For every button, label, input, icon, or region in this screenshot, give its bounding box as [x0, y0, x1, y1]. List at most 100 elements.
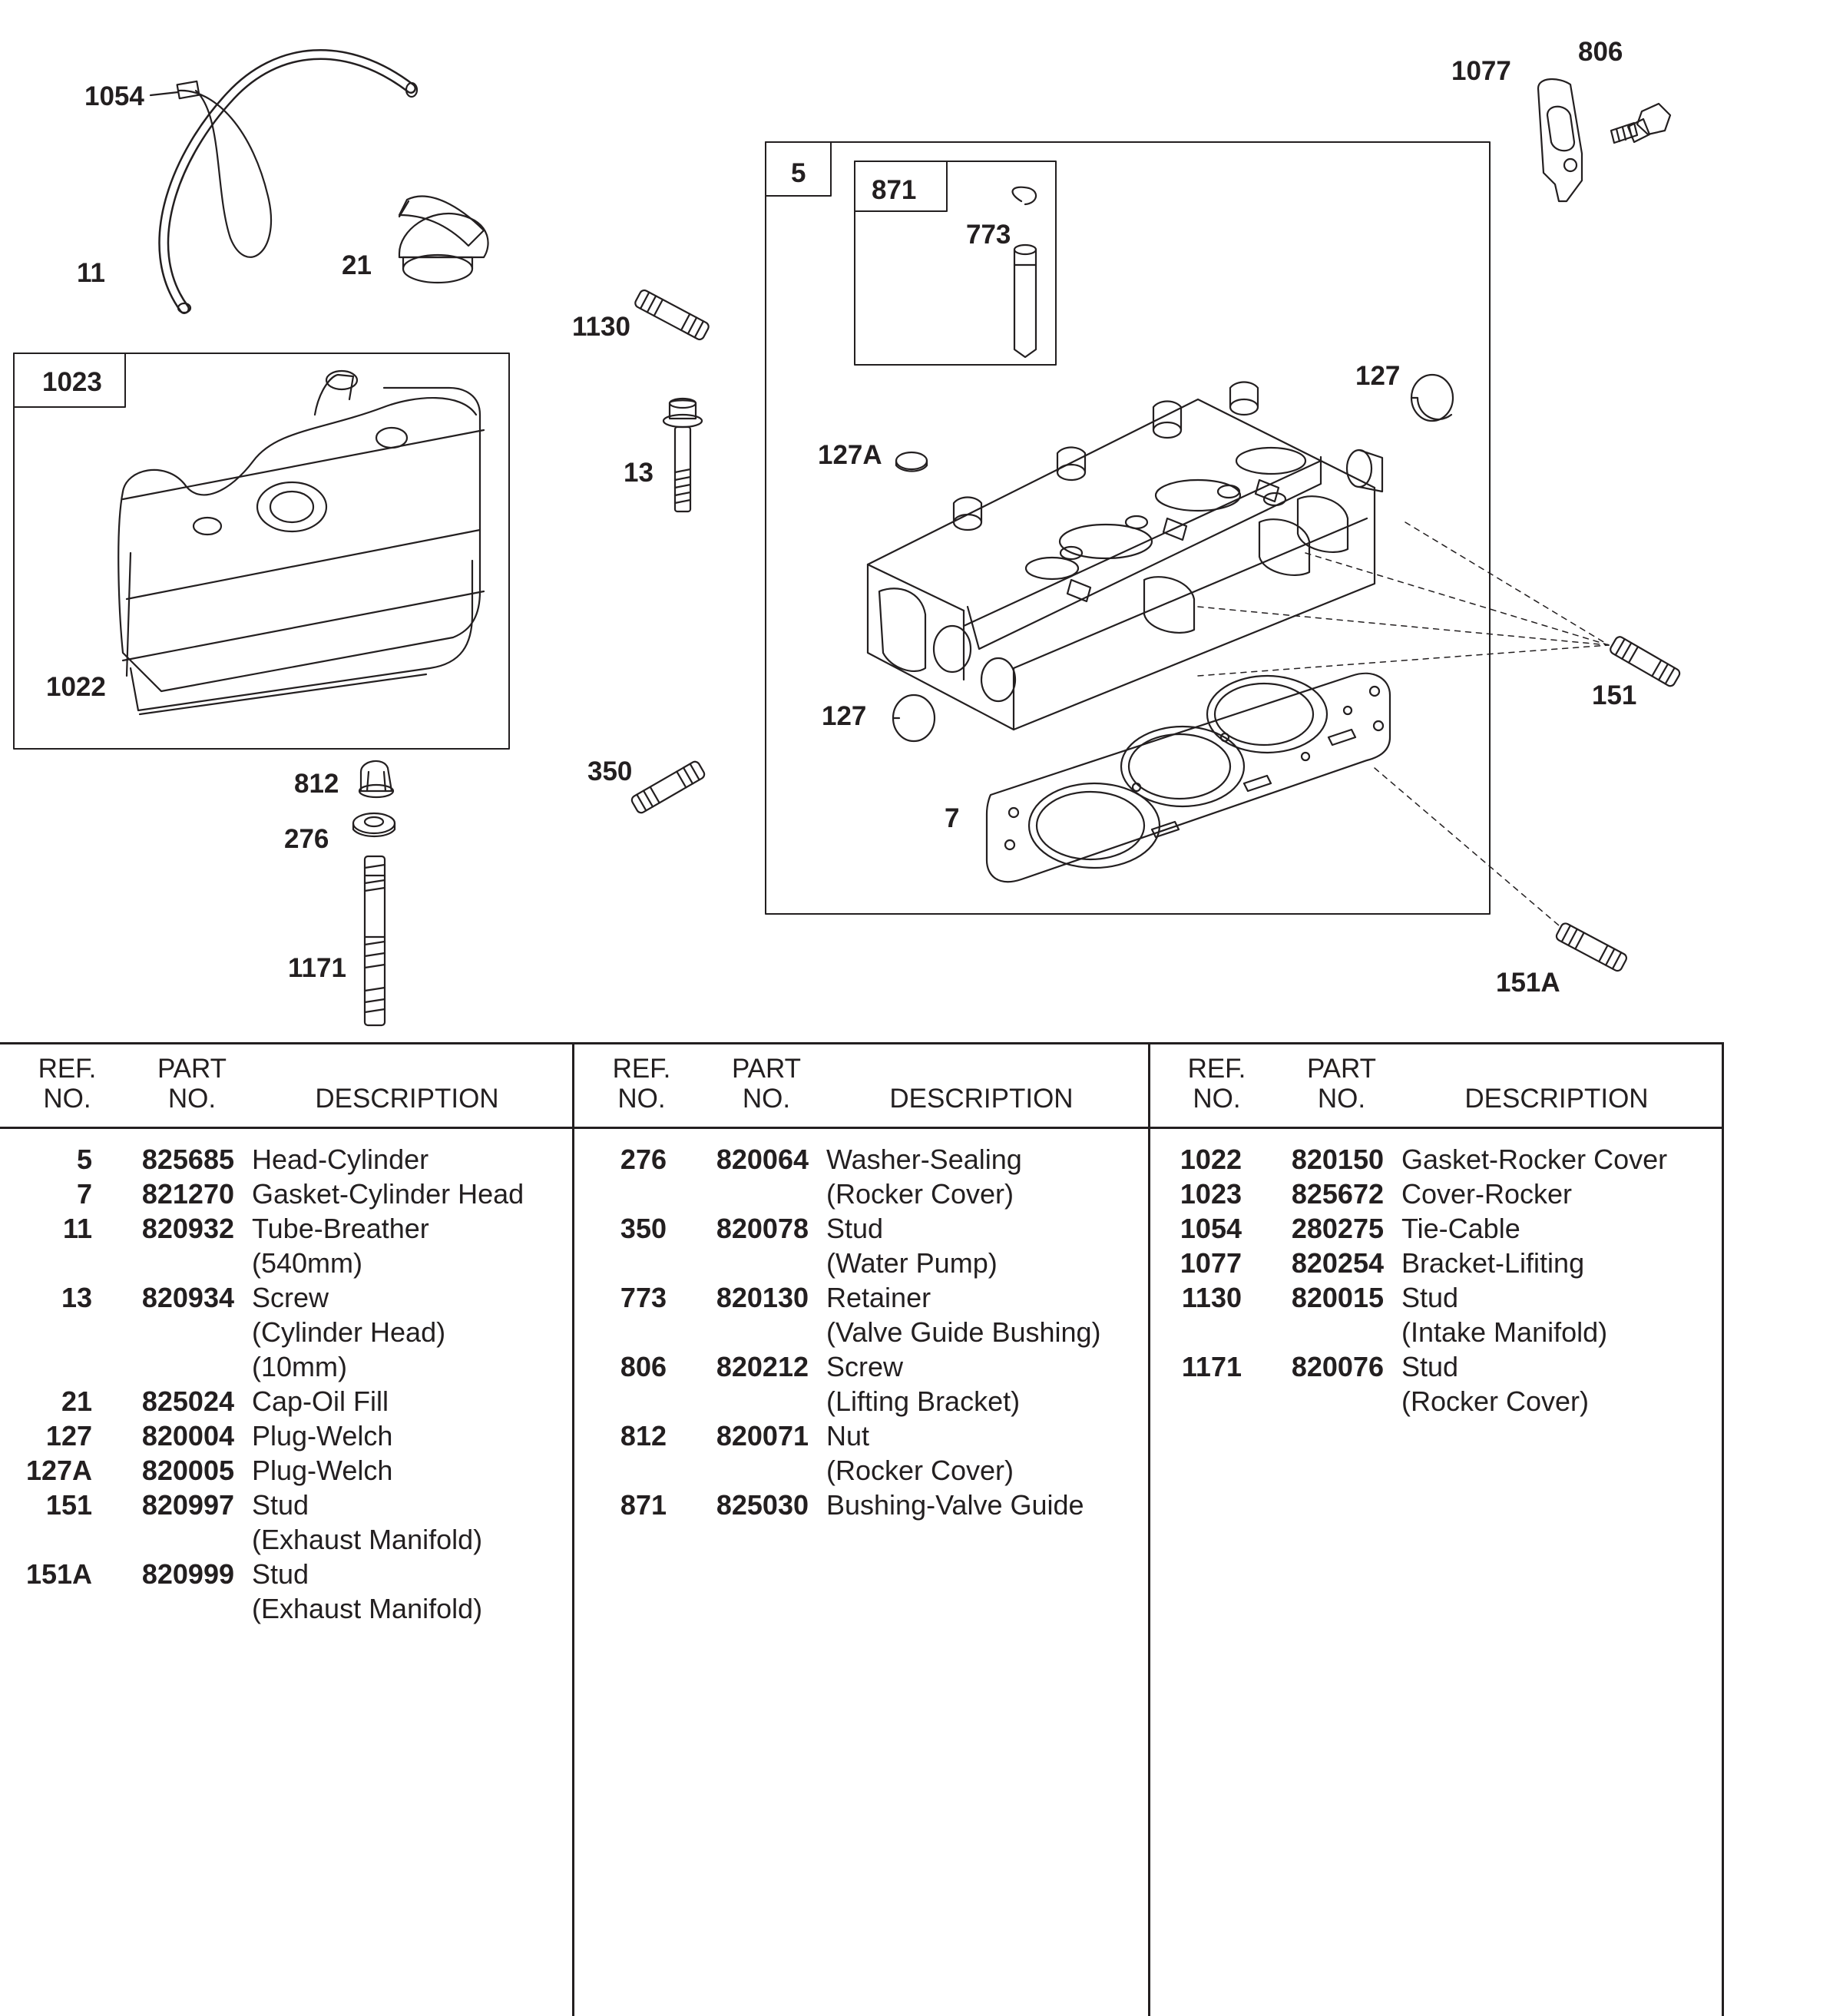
description-cell: Cover-Rocker [1401, 1178, 1573, 1210]
ref-no-cell: 11 [62, 1213, 92, 1244]
part-no-cell: 820254 [1291, 1247, 1384, 1279]
description-cell: Gasket-Cylinder Head [252, 1178, 524, 1210]
cylinder-head-part [866, 381, 1384, 731]
cylinder-head-screw-part [662, 397, 703, 513]
ref-no-cell: 276 [620, 1144, 667, 1175]
ref-no-cell: 773 [620, 1282, 667, 1313]
rocker-cover-nut-part [358, 760, 395, 799]
ref-no-cell: 1130 [1181, 1282, 1242, 1313]
callout-276: 276 [284, 824, 329, 854]
part-no-cell: 820130 [716, 1282, 809, 1313]
column-divider-1 [572, 1042, 574, 2016]
callout-1022: 1022 [46, 672, 106, 702]
part-no-cell: 820078 [716, 1213, 809, 1244]
description-cell: Cap-Oil Fill [252, 1385, 389, 1417]
header-part-line2: NO. [167, 1084, 217, 1114]
callout-1054: 1054 [84, 81, 144, 111]
callout-5: 5 [791, 158, 806, 188]
table-header: REF. NO. PART NO. DESCRIPTION [0, 1042, 572, 1127]
part-no-cell: 820212 [716, 1351, 809, 1382]
ref-no-cell: 151 [45, 1489, 92, 1521]
lifting-bracket-screw-part [1610, 102, 1672, 144]
ref-no-cell: 127A [25, 1455, 92, 1486]
description-cell: Bushing-Valve Guide [826, 1489, 1084, 1521]
callout-13: 13 [624, 458, 653, 488]
table-row: (Rocker Cover) [1150, 1384, 1722, 1418]
callout-7: 7 [945, 803, 960, 833]
column-divider-3 [1722, 1042, 1724, 2016]
description-cell: Stud [252, 1558, 309, 1590]
description-cell: Plug-Welch [252, 1420, 393, 1452]
part-no-cell: 820004 [141, 1420, 234, 1452]
header-ref-line1: REF. [612, 1054, 671, 1084]
callout-812: 812 [294, 769, 339, 799]
description-cell: Bracket-Lifiting [1401, 1247, 1585, 1279]
description-cell: (540mm) [252, 1247, 363, 1279]
description-cell: Tube-Breather [252, 1213, 429, 1244]
part-no-cell: 820076 [1291, 1351, 1384, 1382]
callout-871: 871 [872, 175, 917, 205]
part-no-cell: 820934 [141, 1282, 234, 1313]
description-cell: Tie-Cable [1401, 1213, 1520, 1244]
table-header: REF. NO. PART NO. DESCRIPTION [1150, 1042, 1722, 1127]
header-ref-line2: NO. [43, 1084, 91, 1114]
part-no-cell: 820932 [141, 1213, 234, 1244]
rocker-cover-stud-part [363, 855, 386, 1027]
table-row: 11 820932 Tube-Breather [0, 1211, 572, 1246]
table-row: (Exhaust Manifold) [0, 1591, 572, 1626]
callout-11: 11 [77, 258, 105, 288]
table-row: 127 820004 Plug-Welch [0, 1418, 572, 1453]
description-cell: (Cylinder Head) [252, 1316, 446, 1348]
table-row: (Lifting Bracket) [574, 1384, 1146, 1418]
part-no-cell: 820005 [141, 1455, 234, 1486]
table-row: (Intake Manifold) [1150, 1315, 1722, 1349]
description-cell: Stud [1401, 1351, 1459, 1382]
header-ref-line1: REF. [38, 1054, 97, 1084]
header-description: DESCRIPTION [889, 1084, 1074, 1114]
header-description: DESCRIPTION [315, 1084, 499, 1114]
part-no-cell: 825672 [1291, 1178, 1384, 1210]
cylinder-head-gasket-part [985, 672, 1391, 883]
callout-1130: 1130 [572, 312, 630, 342]
description-cell: Retainer [826, 1282, 931, 1313]
table-header-rule [0, 1127, 1724, 1129]
table-row: (Cylinder Head) [0, 1315, 572, 1349]
table-row: (Valve Guide Bushing) [574, 1315, 1146, 1349]
ref-no-cell: 806 [620, 1351, 667, 1382]
callout-1077: 1077 [1451, 56, 1511, 86]
ref-no-cell: 1077 [1180, 1247, 1242, 1279]
callout-127a: 127A [818, 440, 882, 470]
ref-no-cell: 127 [45, 1420, 92, 1452]
header-part-line2: NO. [1317, 1084, 1366, 1114]
breather-tube-part [158, 48, 419, 314]
lifting-bracket-part [1537, 78, 1583, 203]
callout-21: 21 [342, 250, 372, 280]
table-row: 773 820130 Retainer [574, 1280, 1146, 1315]
description-cell: Gasket-Rocker Cover [1401, 1144, 1668, 1175]
table-row: (10mm) [0, 1349, 572, 1384]
description-cell: (Rocker Cover) [826, 1178, 1014, 1210]
welch-plug-127a-part [895, 451, 928, 472]
callout-151: 151 [1592, 680, 1637, 710]
description-cell: Nut [826, 1420, 870, 1452]
exhaust-manifold-stud-151a-part [1555, 922, 1628, 972]
header-ref-line1: REF. [1187, 1054, 1246, 1084]
part-no-cell: 820997 [141, 1489, 234, 1521]
description-cell: (10mm) [252, 1351, 347, 1382]
table-row: (Exhaust Manifold) [0, 1522, 572, 1557]
callout-1171: 1171 [288, 953, 346, 983]
